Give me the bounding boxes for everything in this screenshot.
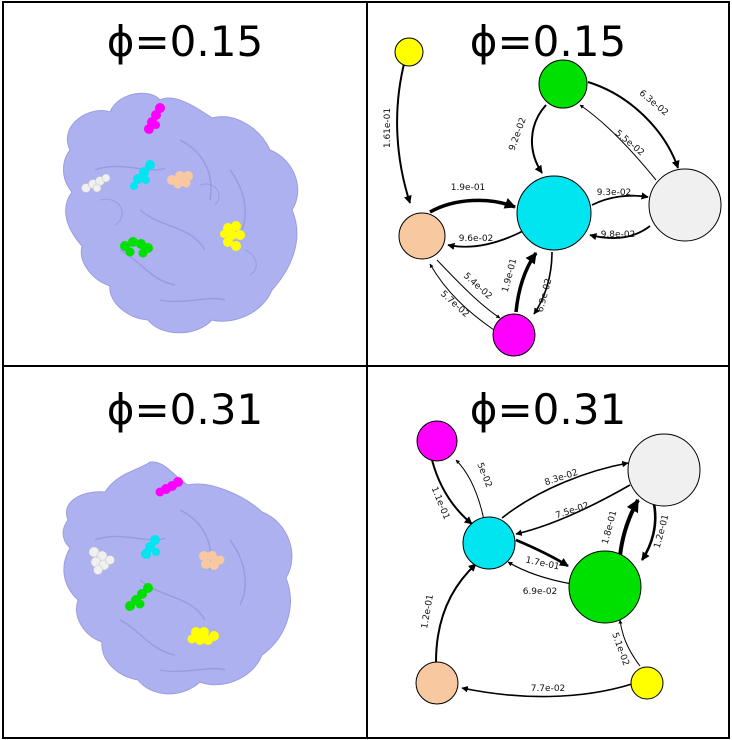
- node-cyan: [516, 175, 592, 251]
- edge-label: 5.7e-02: [438, 289, 470, 320]
- edge-green-to-cyan: [507, 561, 573, 585]
- edge-white-to-green: [579, 104, 657, 181]
- edge-label: 5.4e-02: [461, 271, 493, 302]
- edge-cyan-to-peach: [447, 229, 526, 250]
- edge-green-to-white: [618, 498, 640, 557]
- edge-label: 9.6e-02: [459, 234, 494, 244]
- edge-yellow-to-peach: [461, 683, 633, 698]
- edge-label: 1.2e-01: [420, 594, 436, 630]
- node-magenta: [492, 313, 536, 357]
- edge-white-to-green: [640, 503, 657, 561]
- edge-label: 5e-02: [474, 461, 493, 489]
- ligand-magenta: [155, 477, 183, 497]
- node-white: [627, 433, 701, 507]
- protein-surface: [63, 92, 299, 334]
- edge-white-to-cyan: [589, 225, 651, 241]
- edge-label: 1.9e-01: [501, 257, 520, 293]
- edge-label: 8.3e-02: [543, 468, 579, 488]
- transition-graph-031: ϕ=0.31 1.1e-01 5e-02 8.3e-02 7.5e-02 1.7…: [415, 385, 701, 705]
- edge-label: 7.5e-02: [554, 501, 590, 521]
- edge-green-to-white: [587, 81, 680, 169]
- node-magenta: [416, 420, 458, 462]
- ligand-yellow: [220, 221, 245, 251]
- ligand-green: [125, 583, 153, 611]
- ligand-green: [120, 237, 153, 258]
- node-green: [568, 550, 642, 624]
- protein-surface-panel-015: ϕ=0.15: [63, 17, 299, 334]
- edge-label: 9.2e-02: [508, 116, 529, 152]
- edge-label: 1.8e-01: [601, 509, 620, 545]
- edge-peach-to-cyan: [429, 198, 517, 214]
- transition-graph-015: ϕ=0.15 1.61e-01 9.2e-02 6.3e-02 5.5e-02 …: [383, 17, 722, 357]
- panel-title: ϕ=0.31: [107, 385, 263, 434]
- edge-label: 1.9e-01: [451, 183, 486, 193]
- panel-title: ϕ=0.15: [470, 17, 626, 66]
- edge-yellow-to-peach: [396, 59, 412, 204]
- node-yellow: [394, 37, 424, 67]
- ligand-yellow: [187, 627, 219, 645]
- ligand-peach: [167, 171, 193, 189]
- ligand-cyan: [130, 160, 155, 190]
- edge-cyan-to-white: [591, 192, 649, 206]
- edge-label: 6.9e-02: [536, 277, 555, 313]
- edge-cyan-to-green: [515, 538, 569, 568]
- node-cyan: [462, 516, 516, 570]
- edge-magenta-to-peach: [429, 263, 495, 331]
- node-peach: [415, 661, 459, 705]
- edge-white-to-cyan: [515, 484, 631, 536]
- node-green: [538, 59, 588, 109]
- ligand-white: [88, 546, 115, 575]
- protein-surface-panel-031: ϕ=0.31: [62, 385, 293, 695]
- edge-magenta-to-cyan: [514, 251, 538, 313]
- edge-green-to-cyan: [530, 104, 547, 174]
- panel-title: ϕ=0.31: [470, 385, 626, 434]
- edge-cyan-to-magenta: [455, 459, 485, 521]
- node-white: [648, 168, 722, 242]
- edge-magenta-to-cyan: [431, 459, 473, 525]
- edge-label: 1.1e-01: [429, 485, 451, 521]
- edge-peach-to-magenta: [436, 259, 501, 319]
- ligand-magenta: [144, 103, 165, 134]
- ligand-peach: [199, 551, 225, 570]
- ligand-cyan: [141, 535, 160, 559]
- node-peach: [398, 212, 446, 260]
- node-yellow: [630, 666, 664, 700]
- edge-cyan-to-white: [501, 460, 629, 519]
- edge-peach-to-cyan: [435, 563, 477, 663]
- panel-frame-bottom-right: [366, 365, 730, 739]
- panel-title: ϕ=0.15: [107, 17, 263, 66]
- edge-label: 6.9e-02: [523, 587, 558, 597]
- ligand-white: [81, 173, 111, 193]
- edge-label: 9.8e-02: [601, 230, 636, 240]
- edge-yellow-to-green: [618, 619, 641, 667]
- edge-label: 1.61e-01: [383, 108, 393, 148]
- edge-cyan-to-magenta: [533, 251, 553, 315]
- edge-label: 7.7e-02: [531, 684, 566, 694]
- protein-surface: [62, 461, 293, 695]
- edge-label: 5.1e-02: [609, 631, 630, 667]
- edge-label: 5.5e-02: [613, 129, 646, 159]
- edge-label: 9.3e-02: [597, 188, 632, 198]
